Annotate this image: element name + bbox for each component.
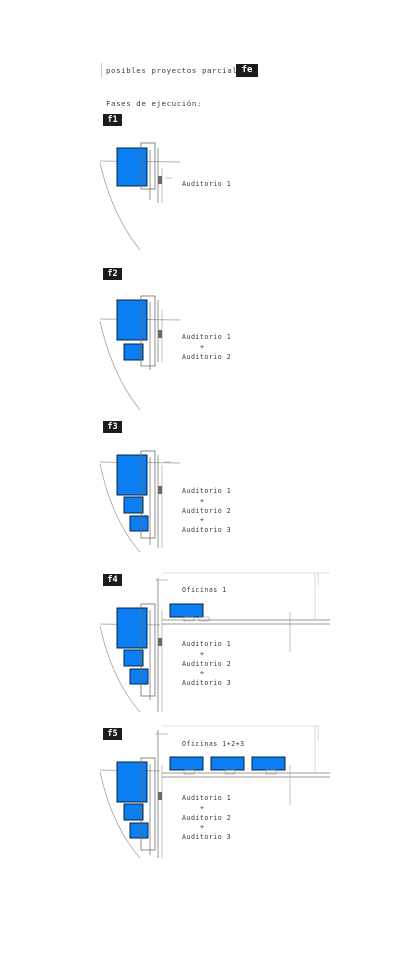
phase-f5-plus-2: +: [200, 823, 204, 831]
phase-badge-f5: f5: [103, 728, 122, 740]
phase-f2-plus-1: +: [200, 343, 204, 351]
phase-f3-plus-2: +: [200, 516, 204, 524]
page-title: posibles proyectos parciales: [106, 66, 248, 75]
phase-f4-plus-1: +: [200, 650, 204, 658]
title-tick: [101, 63, 102, 77]
phase-f4-label-2: Auditorio 2: [182, 660, 232, 668]
phase-f5-label-1: Auditorio 1: [182, 794, 232, 802]
fe-badge: fe: [236, 64, 258, 77]
phase-badge-f2: f2: [103, 268, 122, 280]
phase-f4-plan: [99, 572, 330, 713]
phase-f3-label-2: Auditorio 2: [182, 507, 232, 515]
phase-f3-label-3: Auditorio 3: [182, 526, 232, 534]
phase-f5-plan: [99, 725, 330, 859]
phase-f1-label-1: Auditorio 1: [182, 180, 232, 188]
phase-f4-plus-2: +: [200, 669, 204, 677]
phase-f1-plan: [99, 142, 181, 251]
phase-f3-plus-1: +: [200, 497, 204, 505]
phase-badge-f3: f3: [103, 421, 122, 433]
phase-f4-label-3: Auditorio 3: [182, 679, 232, 687]
phase-f3-label-1: Auditorio 1: [182, 487, 232, 495]
phase-f5-label-3: Auditorio 3: [182, 833, 232, 841]
phase-f2-label-2: Auditorio 2: [182, 353, 232, 361]
phase-f2-plan: [99, 295, 181, 411]
phase-f5-plus-1: +: [200, 804, 204, 812]
phase-f4-office-label: Oficinas 1: [182, 586, 227, 594]
phases-label: Fases de ejecución:: [106, 99, 202, 108]
phase-f4-label-1: Auditorio 1: [182, 640, 232, 648]
phase-badge-f4: f4: [103, 574, 122, 586]
phase-f5-office-label: Oficinas 1+2+3: [182, 740, 245, 748]
phase-f5-label-2: Auditorio 2: [182, 814, 232, 822]
phase-badge-f1: f1: [103, 114, 122, 126]
phase-f2-label-1: Auditorio 1: [182, 333, 232, 341]
phase-f3-plan: [99, 450, 181, 553]
